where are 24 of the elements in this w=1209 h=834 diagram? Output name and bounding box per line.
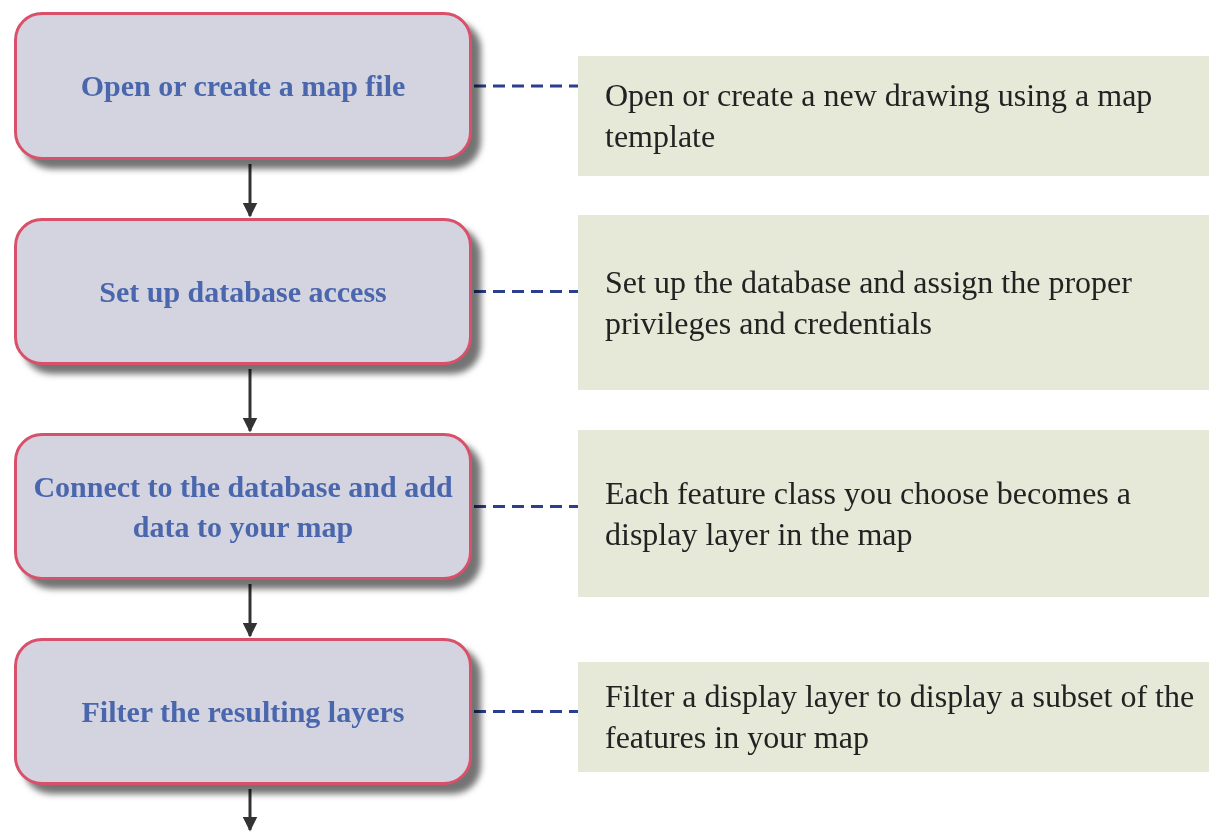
process-box <box>14 638 472 785</box>
dashed-connector <box>474 710 578 713</box>
step-label: Open or create a map file <box>80 68 406 104</box>
step-label: Connect to the database and add data to your map <box>33 468 453 545</box>
arrow <box>242 584 258 638</box>
step-label: Set up database access <box>99 273 387 310</box>
process-box <box>14 433 472 580</box>
arrow <box>242 789 258 832</box>
step-description: Filter a display layer to display a subset of the features in your map <box>605 677 1196 757</box>
dashed-connector <box>474 84 578 88</box>
note-box <box>578 430 1209 597</box>
step-label: Filter the resulting layers <box>81 693 405 730</box>
note-box <box>578 662 1209 772</box>
note-box <box>578 215 1209 390</box>
step-description: Each feature class you choose becomes a display layer in the map <box>605 473 1132 554</box>
process-box <box>14 218 472 365</box>
note-box <box>578 56 1209 176</box>
step-description: Open or create a new drawing using a map template <box>605 76 1154 156</box>
process-box <box>14 12 472 160</box>
dashed-connector <box>474 290 578 293</box>
arrow <box>242 369 258 433</box>
arrow <box>242 164 258 218</box>
step-description: Set up the database and assign the proper privileges and credentials <box>605 262 1133 343</box>
dashed-connector <box>474 505 578 508</box>
